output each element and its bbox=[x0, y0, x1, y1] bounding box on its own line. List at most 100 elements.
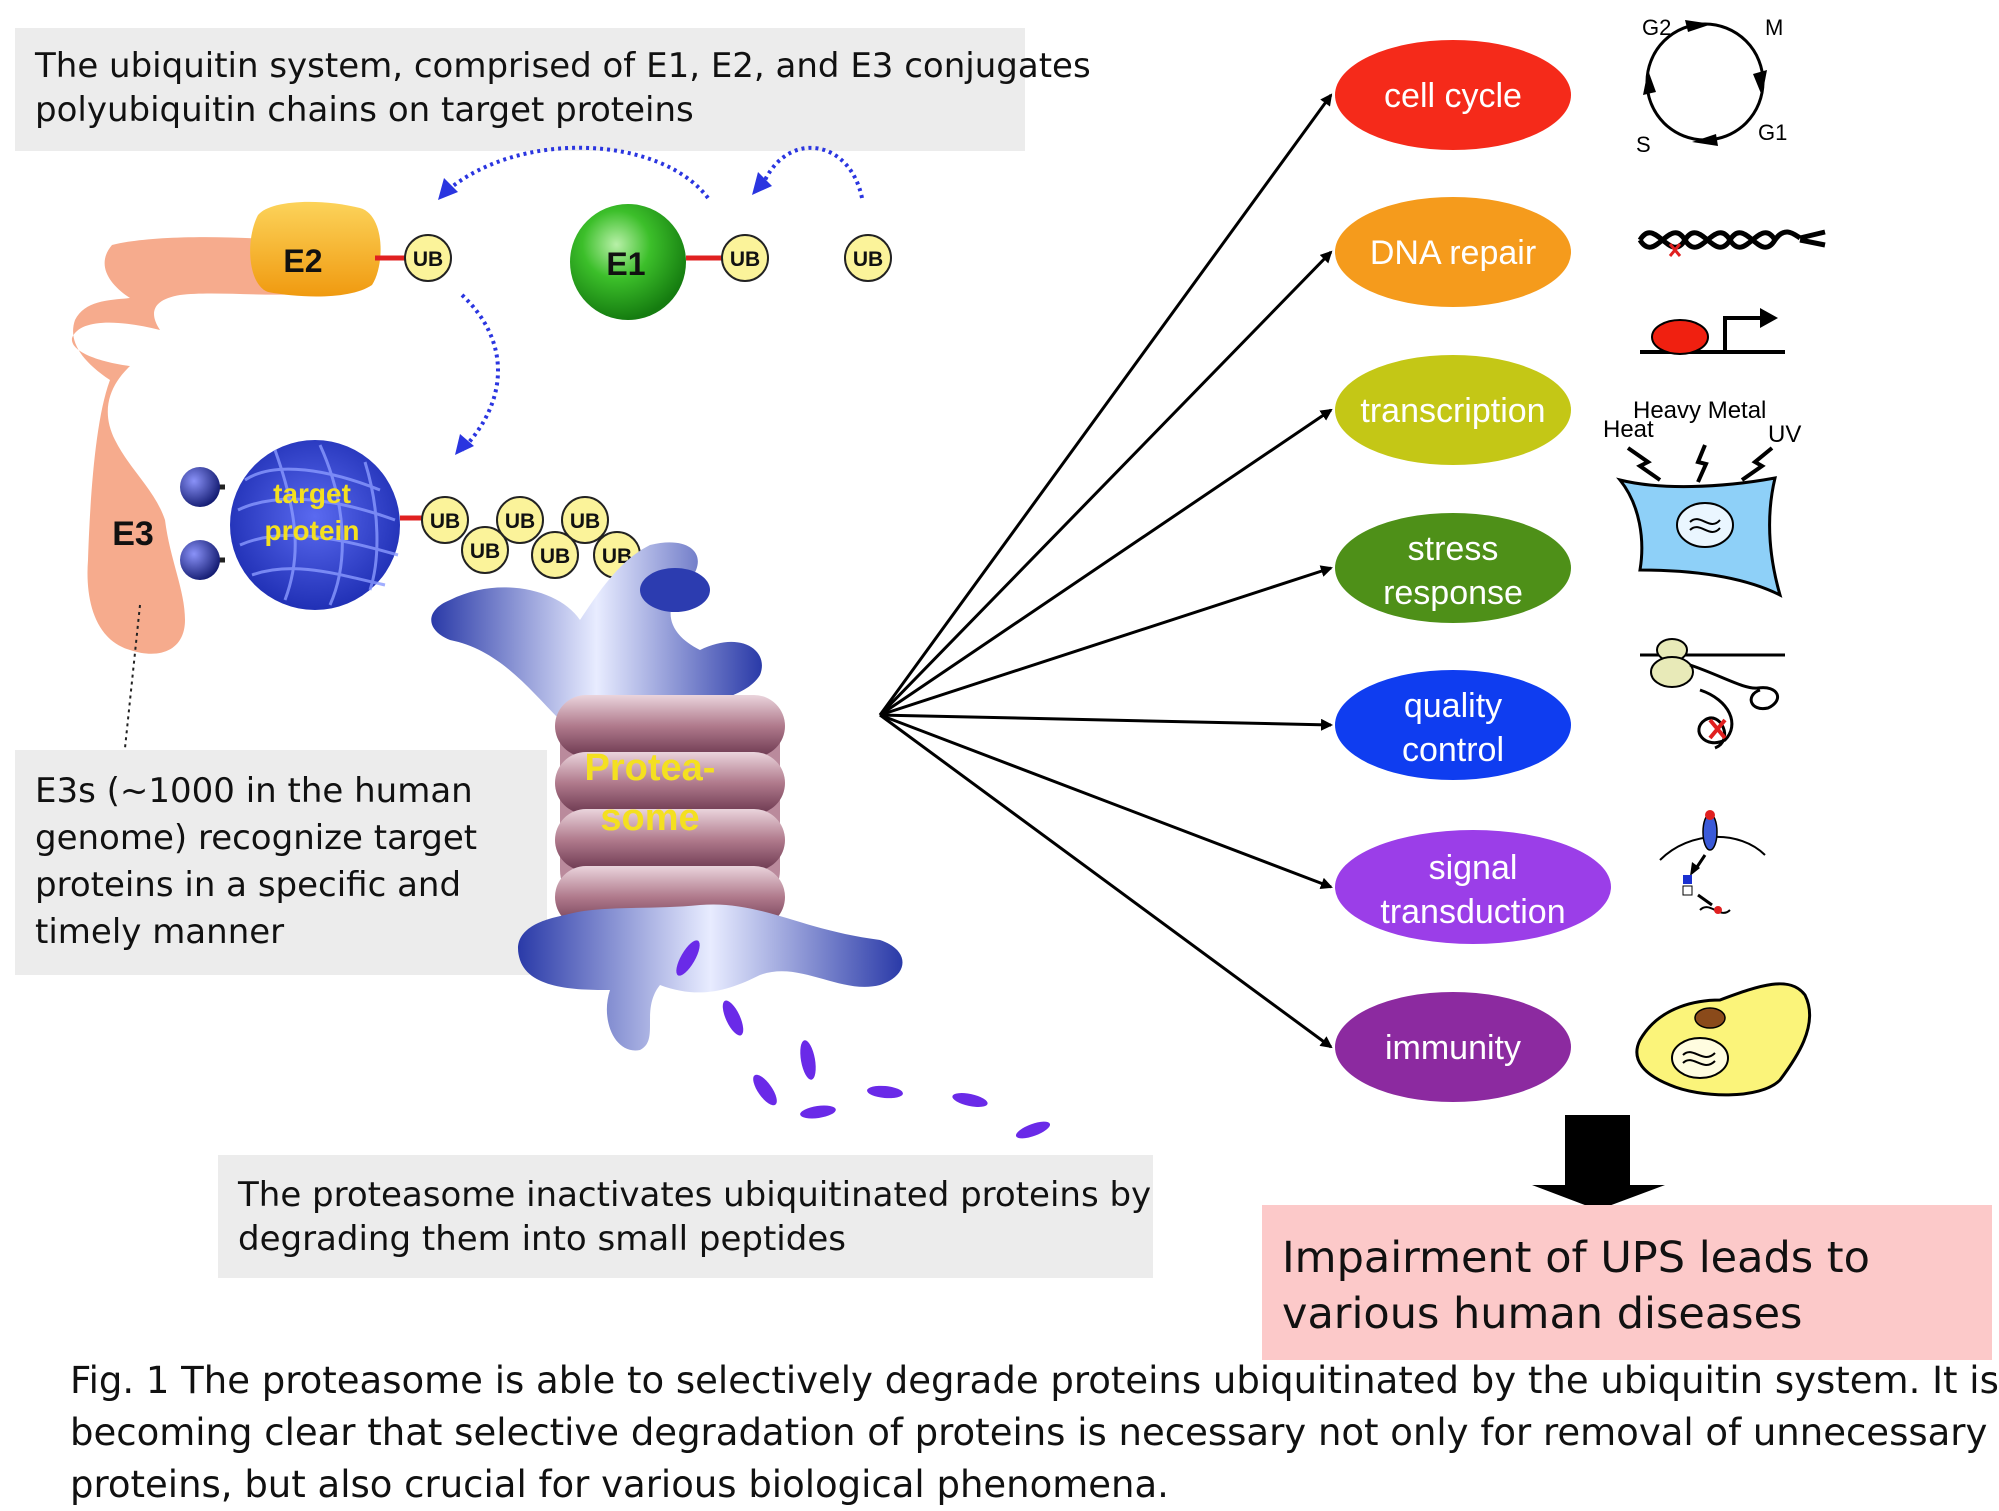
proteasome-label-line2: some bbox=[600, 797, 699, 839]
fan-arrow bbox=[878, 250, 1333, 717]
function-ellipse bbox=[1335, 992, 1571, 1102]
e3-note-line2: genome) recognize target bbox=[35, 818, 478, 858]
ub-on-e1: UB bbox=[721, 234, 769, 282]
function-5: quality control bbox=[1335, 670, 1571, 780]
function-ellipse bbox=[1335, 197, 1571, 307]
dna-icon bbox=[1637, 229, 1826, 257]
svg-text:UB: UB bbox=[540, 545, 570, 568]
proteasome-note: The proteasome inactivates ubiquitinated… bbox=[218, 1155, 1153, 1278]
quality-control-icon bbox=[1640, 638, 1785, 750]
down-arrow-icon bbox=[1532, 1115, 1665, 1210]
figure-caption: Fig. 1 The proteasome is able to selecti… bbox=[70, 1355, 1999, 1511]
fan-arrow bbox=[878, 93, 1333, 716]
function-label: response bbox=[1383, 574, 1523, 612]
svg-text:UB: UB bbox=[853, 248, 883, 271]
target-protein-label-line2: protein bbox=[265, 515, 360, 546]
ub-on-e2: UB bbox=[404, 234, 452, 282]
fan-arrow bbox=[879, 713, 1333, 1049]
function-ellipse bbox=[1335, 513, 1571, 623]
figure-caption-line3: proteins, but also crucial for various b… bbox=[70, 1463, 1169, 1506]
stress-heat-label: Heat bbox=[1603, 416, 1654, 443]
ub-chain-1: UB bbox=[421, 496, 469, 544]
e3-pointer-line bbox=[124, 604, 141, 749]
e3-label: E3 bbox=[112, 515, 154, 553]
function-ellipse bbox=[1335, 355, 1571, 465]
function-3: transcription bbox=[1335, 355, 1571, 465]
e2-enzyme: E2 bbox=[250, 201, 405, 297]
fan-arrow bbox=[879, 408, 1333, 717]
phase-m: M bbox=[1765, 15, 1783, 40]
function-ellipse bbox=[1335, 670, 1571, 780]
function-ellipse bbox=[1335, 830, 1611, 944]
fan-arrow bbox=[879, 713, 1333, 731]
function-label: signal bbox=[1429, 849, 1518, 887]
transfer-arrowheads bbox=[438, 172, 772, 455]
impairment-line1: Impairment of UPS leads to bbox=[1282, 1233, 1870, 1283]
peptide-fragments bbox=[676, 940, 1051, 1139]
function-label: control bbox=[1402, 731, 1504, 769]
e3-note-line4: timely manner bbox=[35, 912, 285, 952]
phase-g1: G1 bbox=[1758, 120, 1787, 145]
function-label: transcription bbox=[1360, 392, 1545, 430]
phase-s: S bbox=[1636, 132, 1651, 157]
function-label: transduction bbox=[1380, 893, 1565, 931]
proteasome-bottom-cap bbox=[518, 904, 903, 1051]
e2-label: E2 bbox=[283, 243, 322, 279]
proteasome-label-line1: Protea- bbox=[585, 747, 716, 789]
proteasome-cap-lobe bbox=[640, 568, 710, 612]
ubiquitin-system-note-line2: polyubiquitin chains on target proteins bbox=[35, 90, 694, 130]
transfer-arrows bbox=[446, 145, 864, 452]
stress-uv-label: UV bbox=[1768, 421, 1801, 448]
svg-text:UB: UB bbox=[413, 248, 443, 271]
svg-text:UB: UB bbox=[430, 510, 460, 533]
proteasome-ring-2 bbox=[555, 752, 785, 814]
figure-caption-line2: becoming clear that selective degradatio… bbox=[70, 1411, 1988, 1454]
e1-enzyme: E1 bbox=[570, 204, 722, 320]
lightning-bolt-icon bbox=[1740, 446, 1774, 482]
fan-arrow bbox=[879, 713, 1333, 890]
immune-cell-icon bbox=[1635, 982, 1812, 1097]
function-label: DNA repair bbox=[1370, 234, 1536, 272]
e3-note-line1: E3s (~1000 in the human bbox=[35, 771, 473, 811]
lightning-bolt-icon bbox=[1695, 444, 1709, 483]
target-protein: target protein bbox=[230, 440, 425, 610]
function-4: stress response bbox=[1335, 513, 1571, 623]
ub-chain-2: UB bbox=[461, 526, 509, 574]
ub-chain-5: UB bbox=[561, 496, 609, 544]
proteasome-ring-1 bbox=[555, 695, 785, 757]
proteasome-note-line1: The proteasome inactivates ubiquitinated… bbox=[238, 1175, 1152, 1215]
stress-cell-icon: Heat Heavy Metal UV bbox=[1603, 397, 1801, 598]
function-2: DNA repair bbox=[1335, 197, 1571, 307]
function-label: quality bbox=[1404, 687, 1502, 725]
proteasome-note-line2: degrading them into small peptides bbox=[238, 1219, 846, 1259]
target-protein-label-line1: target bbox=[273, 478, 351, 509]
e3-note: E3s (~1000 in the human genome) recogniz… bbox=[15, 750, 547, 975]
function-6: signal transduction bbox=[1335, 830, 1611, 944]
svg-text:UB: UB bbox=[505, 510, 535, 533]
function-label: stress bbox=[1408, 530, 1499, 568]
svg-text:UB: UB bbox=[570, 510, 600, 533]
ub-chain-4: UB bbox=[531, 531, 579, 579]
ubiquitin-system-note-line1: The ubiquitin system, comprised of E1, E… bbox=[35, 46, 1091, 86]
phase-g2: G2 bbox=[1642, 15, 1671, 40]
function-ellipse bbox=[1335, 40, 1571, 150]
ubiquitin-system-note: The ubiquitin system, comprised of E1, E… bbox=[15, 28, 1091, 151]
proteasome-ring-3 bbox=[555, 809, 785, 871]
signal-transduction-icon bbox=[1659, 810, 1766, 914]
e3-binding-domain-1 bbox=[180, 467, 220, 507]
cell-cycle-icon: G2 M G1 S bbox=[1636, 15, 1787, 157]
e1-label: E1 bbox=[606, 246, 645, 282]
function-label: cell cycle bbox=[1384, 77, 1522, 115]
e3-binding-domain-2 bbox=[180, 540, 220, 580]
svg-text:UB: UB bbox=[730, 248, 760, 271]
e3-note-line3: proteins in a specific and bbox=[35, 865, 462, 905]
svg-text:UB: UB bbox=[470, 540, 500, 563]
figure-caption-line1: Fig. 1 The proteasome is able to selecti… bbox=[70, 1359, 1999, 1402]
e3-body bbox=[71, 237, 347, 654]
transcription-icon bbox=[1640, 308, 1785, 355]
impairment-line2: various human diseases bbox=[1282, 1289, 1803, 1339]
e3-ligase: E3 bbox=[71, 237, 347, 654]
ub-free: UB bbox=[844, 234, 892, 282]
